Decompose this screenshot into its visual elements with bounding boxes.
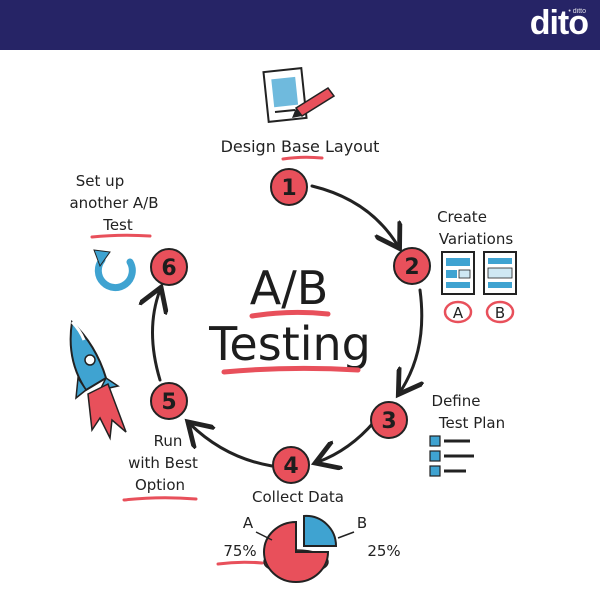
pie-a-underline bbox=[216, 560, 264, 566]
step-5-label-line2: with Best bbox=[128, 454, 198, 472]
rocket-icon bbox=[69, 319, 127, 441]
center-title-line2: Testing bbox=[208, 317, 371, 371]
variation-a-label: A bbox=[453, 304, 464, 322]
step-3: Define Test Plan 3 bbox=[370, 392, 505, 477]
step-6-label-line1: Set up bbox=[76, 172, 124, 190]
cycle-arrows bbox=[153, 184, 422, 468]
step-6-label-line2: another A/B bbox=[69, 194, 158, 212]
step-3-number: 3 bbox=[381, 409, 396, 434]
step-5-label-line1: Run bbox=[154, 432, 183, 450]
arrow-3-to-4 bbox=[318, 420, 376, 462]
step-1-number: 1 bbox=[281, 176, 296, 201]
step-2-label-line2: Variations bbox=[439, 230, 514, 248]
variation-b-label: B bbox=[495, 304, 505, 322]
top-bar: • ditto dito bbox=[0, 0, 600, 50]
pie-b-label: B bbox=[357, 514, 367, 532]
arrow-2-to-3 bbox=[400, 288, 422, 392]
arrow-5-to-6 bbox=[153, 290, 161, 382]
step-5-underline bbox=[122, 496, 198, 502]
step-6-number: 6 bbox=[161, 256, 176, 281]
step-2-number: 2 bbox=[404, 255, 419, 280]
step-4-label: Collect Data bbox=[252, 488, 344, 506]
pie-b-value: 25% bbox=[367, 542, 400, 560]
variation-a-card bbox=[441, 251, 475, 295]
step-5-circle bbox=[150, 382, 188, 420]
step-1: Design Base Layout 1 bbox=[221, 67, 380, 206]
step-2-label-line1: Create bbox=[437, 208, 487, 226]
pie-slice-a bbox=[263, 520, 330, 583]
step-1-circle bbox=[270, 168, 308, 206]
step-3-label-line1: Define bbox=[432, 392, 481, 410]
step-6: Set up another A/B Test 6 bbox=[69, 172, 188, 292]
step-4-circle bbox=[272, 446, 310, 484]
title-underline-2 bbox=[221, 365, 361, 375]
variation-b-card bbox=[483, 251, 517, 295]
step-1-underline bbox=[281, 155, 324, 161]
repeat-arrow-icon bbox=[93, 249, 136, 292]
layout-sketch-icon bbox=[262, 67, 336, 123]
step-6-label-line3: Test bbox=[102, 216, 133, 234]
brand-logo: dito bbox=[529, 4, 589, 42]
pie-a-value: 75% bbox=[223, 542, 256, 560]
variation-a-circle bbox=[443, 300, 473, 324]
variations-icon: A B bbox=[441, 251, 517, 324]
step-2-circle bbox=[393, 247, 431, 285]
brand-small-text: • ditto bbox=[568, 8, 586, 15]
step-6-circle bbox=[150, 248, 188, 286]
variation-b-circle bbox=[485, 300, 515, 324]
step-5: 5 Run with Best Option bbox=[69, 319, 198, 502]
step-5-label-line3: Option bbox=[135, 476, 185, 494]
step-4-number: 4 bbox=[283, 454, 298, 479]
arrow-1-to-2 bbox=[310, 184, 398, 246]
checklist-icon bbox=[429, 435, 474, 477]
step-3-label-line2: Test Plan bbox=[438, 414, 505, 432]
step-5-number: 5 bbox=[161, 390, 176, 415]
step-2: Create Variations 2 A B bbox=[393, 208, 517, 324]
step-3-circle bbox=[370, 401, 408, 439]
pie-chart-icon bbox=[263, 514, 338, 583]
title-underline-1 bbox=[249, 309, 331, 319]
arrow-4-to-5 bbox=[190, 424, 274, 468]
step-1-label: Design Base Layout bbox=[221, 137, 380, 156]
step-6-underline bbox=[90, 233, 152, 239]
pie-a-label: A bbox=[243, 514, 254, 532]
step-4: 4 Collect Data A 75% B 25% bbox=[216, 446, 401, 583]
pie-slice-b bbox=[303, 514, 338, 547]
center-title: A/B Testing bbox=[208, 261, 371, 375]
center-title-line1: A/B bbox=[250, 261, 329, 315]
